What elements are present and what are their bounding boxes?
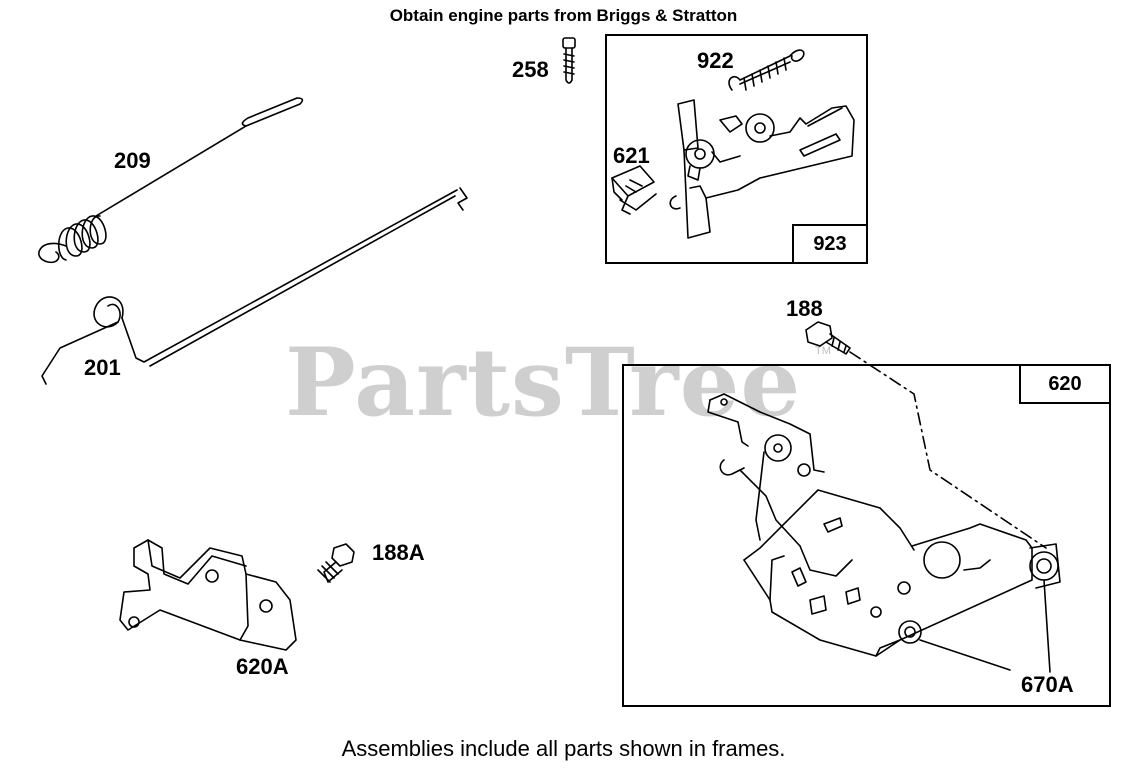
callout-201: 201 xyxy=(84,355,121,380)
part-922-spring xyxy=(729,50,804,90)
leader-670a-b xyxy=(920,640,1010,670)
callout-258: 258 xyxy=(512,57,549,82)
leader-670a-a xyxy=(1044,580,1050,672)
assembly-tag-923: 923 xyxy=(792,224,868,264)
assembly-frame-923 xyxy=(605,34,868,264)
callout-621: 621 xyxy=(613,143,650,168)
assembly-frame-620 xyxy=(622,364,1111,707)
part-620-assembly xyxy=(708,394,1060,656)
callout-620a: 620A xyxy=(236,654,289,679)
part-209-spring xyxy=(39,98,303,262)
footer-note: Assemblies include all parts shown in fr… xyxy=(341,736,786,761)
callout-670a: 670A xyxy=(1021,672,1074,697)
part-621-clip xyxy=(612,166,656,214)
callout-188a: 188A xyxy=(372,540,425,565)
callout-188: 188 xyxy=(786,296,823,321)
header-note: Obtain engine parts from Briggs & Stratt… xyxy=(389,6,738,25)
watermark-trademark: TM xyxy=(815,345,831,357)
callout-209: 209 xyxy=(114,148,151,173)
part-620a-bracket xyxy=(120,540,296,650)
callout-922: 922 xyxy=(697,48,734,73)
part-201-rod xyxy=(42,188,467,384)
watermark: PartsTree xyxy=(285,328,802,438)
part-923-assembly xyxy=(670,100,854,238)
part-188a-screw xyxy=(318,544,354,582)
leader-188 xyxy=(850,352,1046,548)
part-258-screw xyxy=(563,38,575,83)
part-188-bolt xyxy=(806,322,850,354)
assembly-tag-620: 620 xyxy=(1019,364,1111,404)
